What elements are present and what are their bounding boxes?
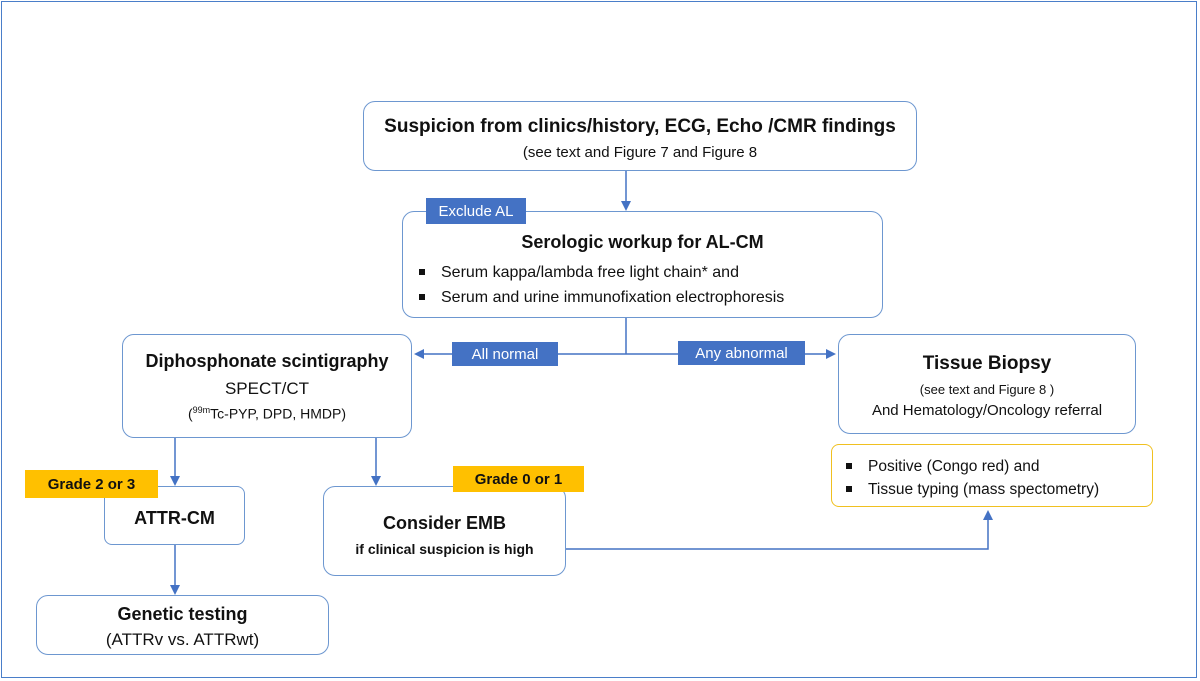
genetic-testing-node: Genetic testing (ATTRv vs. ATTRwt)	[36, 595, 329, 655]
suspicion-subtitle: (see text and Figure 7 and Figure 8	[522, 144, 758, 161]
serologic-item: Serum and urine immunofixation electroph…	[415, 285, 784, 310]
genetic-subtitle: (ATTRv vs. ATTRwt)	[105, 630, 260, 649]
serologic-list: Serum kappa/lambda free light chain* and…	[415, 260, 784, 310]
biopsy-subtitle: (see text and Figure 8 )	[919, 382, 1055, 397]
grade-0-1-label: Grade 0 or 1	[453, 466, 584, 492]
findings-item: Tissue typing (mass spectometry)	[842, 478, 1099, 501]
emb-subtitle: if clinical suspicion is high	[355, 541, 534, 557]
scintigraphy-title: Diphosphonate scintigraphy	[145, 351, 389, 371]
attr-cm-title: ATTR-CM	[134, 508, 215, 528]
biopsy-title: Tissue Biopsy	[922, 353, 1052, 374]
arrow-emb-to-findings	[566, 510, 993, 550]
emb-title: Consider EMB	[382, 513, 506, 533]
serologic-title: Serologic workup for AL-CM	[521, 232, 764, 252]
consider-emb-node: Consider EMB if clinical suspicion is hi…	[323, 486, 566, 576]
scintigraphy-node: Diphosphonate scintigraphy SPECT/CT (99m…	[122, 334, 412, 438]
exclude-al-label: Exclude AL	[426, 198, 526, 224]
biopsy-referral: And Hematology/Oncology referral	[871, 402, 1103, 419]
tissue-biopsy-node: Tissue Biopsy (see text and Figure 8 ) A…	[838, 334, 1136, 434]
findings-item: Positive (Congo red) and	[842, 455, 1099, 478]
biopsy-findings-list: Positive (Congo red) and Tissue typing (…	[842, 455, 1099, 501]
serologic-workup-node: Serologic workup for AL-CM Serum kappa/l…	[402, 211, 883, 318]
genetic-title: Genetic testing	[117, 604, 248, 624]
scintigraphy-agents: (99mTc-PYP, DPD, HMDP)	[187, 405, 347, 422]
serologic-item: Serum kappa/lambda free light chain* and	[415, 260, 784, 285]
grade-2-3-label: Grade 2 or 3	[25, 470, 158, 498]
any-abnormal-label: Any abnormal	[678, 341, 805, 365]
scintigraphy-subtitle: SPECT/CT	[224, 379, 310, 398]
attr-cm-node: ATTR-CM	[104, 486, 245, 545]
all-normal-label: All normal	[452, 342, 558, 366]
biopsy-findings-node: Positive (Congo red) and Tissue typing (…	[831, 444, 1153, 507]
suspicion-node: Suspicion from clinics/history, ECG, Ech…	[363, 101, 917, 171]
suspicion-title: Suspicion from clinics/history, ECG, Ech…	[384, 116, 896, 137]
